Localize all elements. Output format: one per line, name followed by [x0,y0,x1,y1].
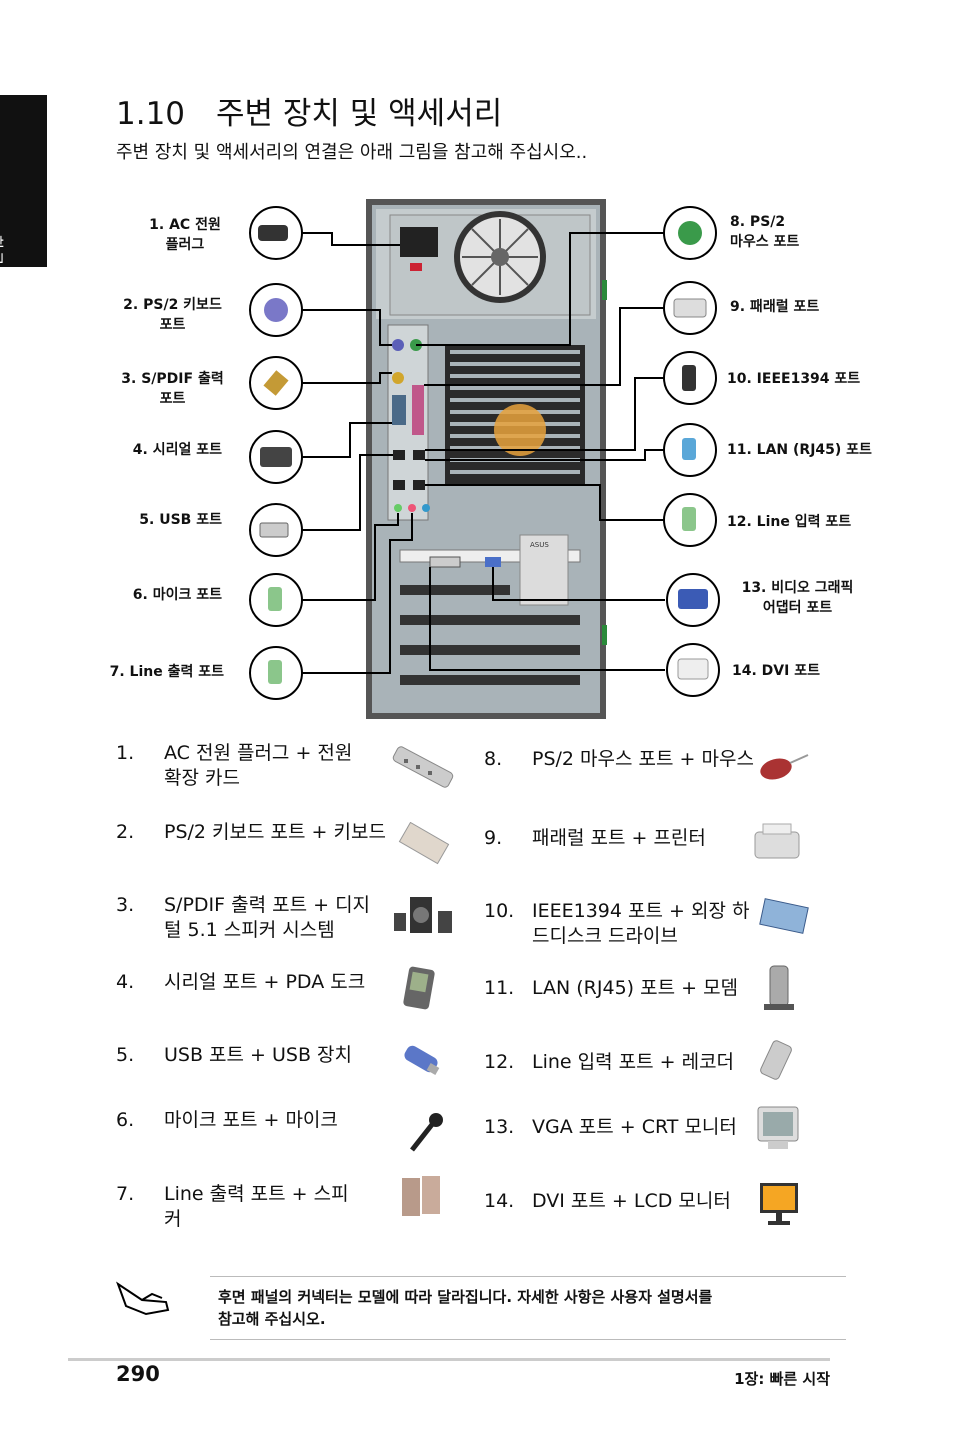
label-line-in: 12. Line 입력 포트 [727,514,852,530]
external-hdd-icon [759,898,809,934]
list-item: 4. 시리얼 포트 + PDA 도크 [116,966,466,1020]
note-hand-icon [116,1281,170,1316]
language-tab-label: 한국어 [0,235,5,283]
usb-drive-icon [404,1045,440,1075]
keyboard-icon [398,822,450,865]
lan-connector-icon [682,438,696,460]
rear-panel-diagram: ASUS [100,195,900,725]
recorder-icon [760,1040,792,1080]
footer-divider [68,1358,830,1361]
list-item: 13. VGA 포트 + CRT 모니터 [484,1106,814,1165]
note-text-line2: 참고해 주십시오. [218,1310,326,1328]
label-dvi: 14. DVI 포트 [732,663,820,679]
vga-connector-icon [678,589,708,609]
mouse-icon [760,754,809,780]
label-line-out: 7. Line 출력 포트 [109,664,224,680]
page-number: 290 [116,1362,160,1386]
section-number: 1.10 [116,96,186,132]
section-title-text: 주변 장치 및 액세서리 [216,96,503,132]
note-text-line1: 후면 패널의 커넥터는 모델에 따라 달라집니다. 자세한 사항은 사용자 설명… [218,1288,713,1306]
label-lan: 11. LAN (RJ45) 포트 [727,442,872,458]
lcd-monitor-icon [760,1183,798,1225]
line-in-connector-icon [682,507,696,531]
label-usb: 5. USB 포트 [139,512,222,528]
speaker-system-icon [394,897,452,933]
parallel-connector-icon [673,298,707,318]
list-item: 11. LAN (RJ45) 포트 + 모뎀 [484,965,814,1026]
label-parallel: 9. 패래럴 포트 [730,299,820,315]
serial-connector-icon [260,447,292,467]
ac-plug-icon [258,225,288,241]
list-item: 6. 마이크 포트 + 마이크 [116,1108,466,1158]
spdif-connector-icon [263,370,289,396]
ieee1394-connector-icon [682,365,696,391]
label-ieee1394: 10. IEEE1394 포트 [727,371,861,387]
microphone-icon [410,1113,443,1152]
dvi-connector-icon [677,658,709,680]
usb-connector-icon [259,522,289,538]
line-out-connector-icon [268,660,282,684]
section-title: 1.10 주변 장치 및 액세서리 [116,88,502,133]
pc-rear-illustration: ASUS [249,199,720,719]
label-mic: 6. 마이크 포트 [132,587,222,603]
language-tab: 한국어 [0,95,47,282]
label-serial: 4. 시리얼 포트 [132,442,222,458]
speakers-icon [402,1176,440,1216]
list-item: 5. USB 포트 + USB 장치 [116,1043,466,1093]
note-box: 후면 패널의 커넥터는 모델에 따라 달라집니다. 자세한 사항은 사용자 설명… [210,1276,846,1340]
ac-power-socket [400,227,438,257]
list-item: 12. Line 입력 포트 + 레코더 [484,1040,814,1100]
modem-icon [764,965,794,1010]
section-subtitle: 주변 장치 및 액세서리의 연결은 아래 그림을 참고해 주십시오.. [116,142,588,163]
list-item: 14. DVI 포트 + LCD 모니터 [484,1183,814,1239]
mic-connector-icon [268,587,282,611]
chapter-label: 1장: 빠른 시작 [734,1370,830,1388]
brand-label: ASUS [530,541,549,549]
list-item: 8. PS/2 마우스 포트 + 마우스 [484,747,814,797]
crt-monitor-icon [757,1106,799,1149]
printer-icon [754,823,800,859]
list-item: 2. PS/2 키보드 포트 + 키보드 [116,820,466,870]
pda-icon [403,966,435,1010]
ps2-mouse-connector-icon [678,221,702,245]
power-strip-icon [392,746,454,788]
ps2-keyboard-connector-icon [264,298,288,322]
list-item: 9. 패래럴 포트 + 프린터 [484,823,814,876]
